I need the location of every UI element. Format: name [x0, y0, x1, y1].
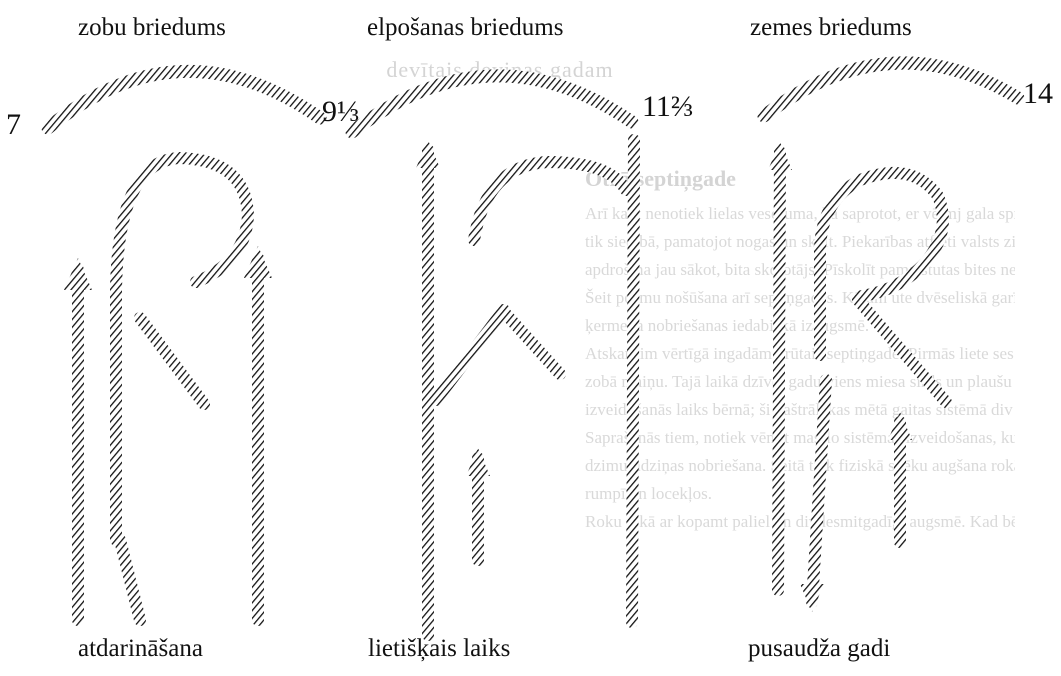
figure3-left-line: [778, 152, 780, 590]
age-14: 14: [1023, 77, 1053, 111]
label-lietiskais-laiks: lietišķais laiks: [368, 635, 510, 663]
arrowhead-up: [888, 412, 912, 440]
figure3-down-arrow: [812, 380, 826, 602]
label-pusaudza-gadi: pusaudža gadi: [748, 635, 890, 663]
arrowhead-up: [244, 246, 272, 278]
arc-first: [48, 71, 320, 128]
age-9-1-3: 9⅓: [322, 95, 360, 129]
arrowhead-up: [768, 142, 792, 170]
arrowhead-up: [64, 258, 92, 290]
figure2-leg-left: [436, 310, 504, 400]
label-zobu-briedums: zobu briedums: [78, 14, 226, 42]
arc-third: [764, 63, 1018, 116]
figure1-diagonal: [140, 318, 204, 404]
figure2-leg-right: [504, 312, 560, 374]
age-7: 7: [6, 108, 21, 142]
arrowhead-up: [416, 140, 440, 168]
figure3-leg: [858, 300, 946, 402]
arc-second: [352, 76, 632, 132]
figure1-loop: [116, 158, 248, 540]
age-11-2-3: 11⅔: [642, 90, 693, 124]
figure1-leg: [120, 540, 140, 620]
label-atdarinasana: atdarināšana: [78, 635, 203, 663]
label-zemes-briedums: zemes briedums: [750, 14, 912, 42]
arrowhead-up: [466, 448, 490, 476]
label-elposanas-briedums: elpošanas briedums: [367, 14, 563, 42]
figure2-loop: [474, 162, 626, 240]
figure2-right-line: [632, 140, 634, 622]
arrowhead-down: [800, 584, 824, 612]
